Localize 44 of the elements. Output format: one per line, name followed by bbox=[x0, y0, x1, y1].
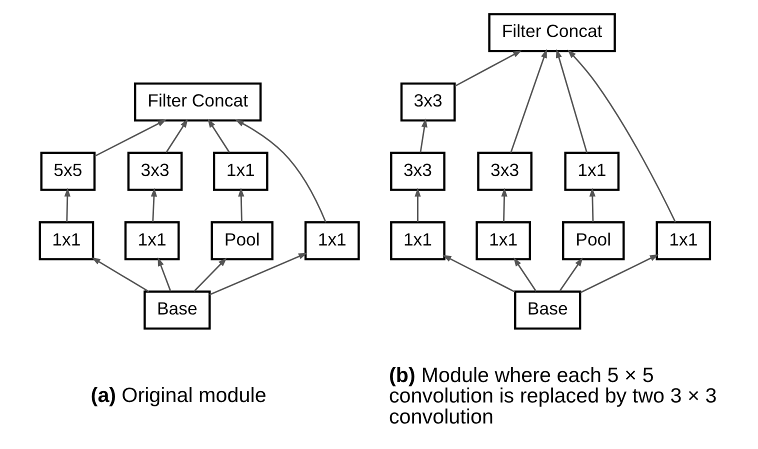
arrow bbox=[158, 257, 172, 292]
arrow bbox=[64, 188, 71, 222]
node-box: Filter Concat bbox=[134, 82, 262, 122]
node-box: 1x1 bbox=[656, 221, 712, 260]
node-box: 1x1 bbox=[390, 221, 446, 260]
arrow bbox=[454, 50, 522, 87]
arrow bbox=[556, 49, 588, 153]
arrow bbox=[589, 188, 596, 222]
arrow bbox=[501, 188, 508, 222]
node-box: Base bbox=[514, 290, 582, 330]
arrow bbox=[559, 257, 583, 292]
arrow bbox=[194, 258, 227, 292]
arrow bbox=[238, 188, 244, 222]
arrow bbox=[235, 119, 326, 223]
node-box: 1x1 bbox=[304, 221, 360, 260]
label: (a) Original module bbox=[90, 384, 266, 407]
arrow bbox=[580, 254, 659, 294]
arrow bbox=[414, 188, 421, 222]
node-box: 3x3 bbox=[400, 82, 456, 122]
node-box: Pool bbox=[210, 221, 274, 260]
node-box: 1x1 bbox=[124, 221, 180, 260]
arrow bbox=[568, 50, 676, 222]
node-box: 3x3 bbox=[390, 152, 446, 191]
arrow bbox=[209, 252, 308, 296]
node-box: 1x1 bbox=[38, 221, 94, 260]
node-box: 5x5 bbox=[40, 152, 96, 191]
node-box: 3x3 bbox=[477, 152, 532, 191]
arrow bbox=[94, 120, 166, 157]
node-box: 1x1 bbox=[476, 221, 532, 260]
arrow bbox=[514, 257, 537, 292]
node-box: 1x1 bbox=[212, 152, 268, 191]
arrow bbox=[208, 118, 230, 153]
arrow bbox=[150, 188, 158, 222]
node-box: Base bbox=[144, 290, 211, 330]
arrow bbox=[442, 254, 516, 293]
arrow bbox=[166, 118, 188, 153]
node-box: Pool bbox=[562, 221, 625, 260]
node-box: Filter Concat bbox=[488, 13, 616, 52]
arrow bbox=[91, 257, 150, 292]
arrow bbox=[510, 49, 547, 153]
label: (b) Module where each 5 × 5 convolution is replaced by two 3 × 3 convolution bbox=[388, 364, 717, 428]
arrow bbox=[420, 118, 428, 153]
node-box: 1x1 bbox=[564, 152, 620, 191]
node-box: 3x3 bbox=[127, 152, 183, 191]
